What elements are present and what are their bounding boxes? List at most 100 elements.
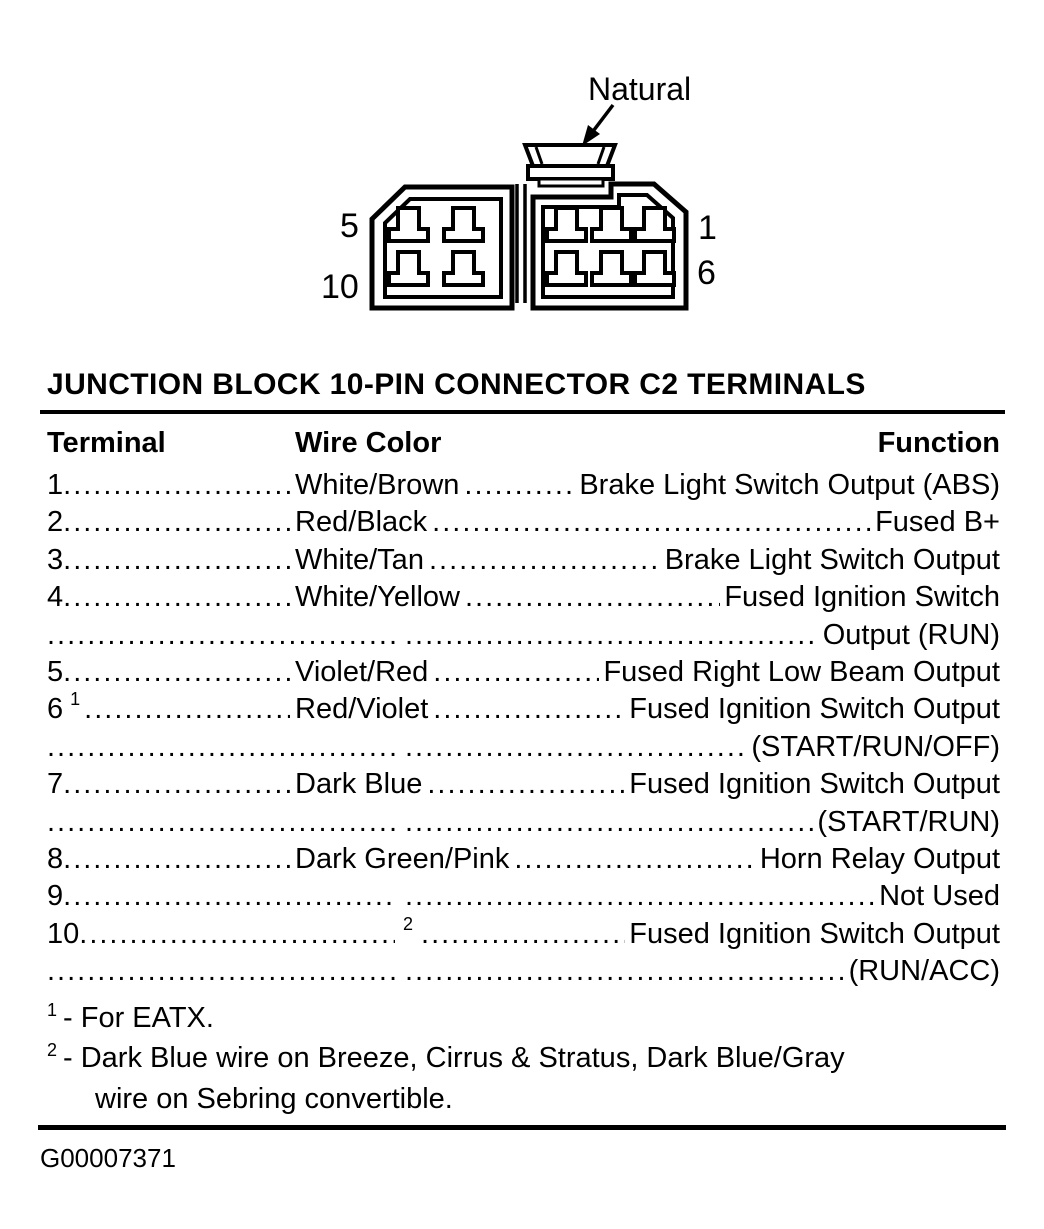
dot-leader [63,504,290,541]
table-row: 10 2 Fused Ignition Switch Output [47,914,1000,953]
terminal-number: 2 [47,506,64,539]
terminal-cell [47,953,395,990]
pin-number-6: 6 [697,254,716,292]
function-text: (START/RUN) [817,805,1000,838]
connector-latch [522,143,618,188]
terminal-cell [47,729,395,766]
function-text: Output (RUN) [822,618,1000,651]
footnote-marker: 1 [70,691,81,710]
pin-number-1: 1 [698,209,717,247]
function-text: Fused Ignition Switch Output [629,693,1000,726]
terminal-number: 8 [47,843,64,876]
dot-leader [63,542,290,579]
table-row-continuation: (RUN/ACC) [47,953,1000,990]
dot-leader [433,691,625,728]
function-text: (START/RUN/OFF) [751,730,1000,763]
table-title: JUNCTION BLOCK 10-PIN CONNECTOR C2 TERMI… [47,368,866,401]
table-row: 4 White/Yellow Fused Ignition Switch [47,579,1000,616]
dot-leader [47,617,395,654]
function-text: Fused Ignition Switch Output [629,768,1000,801]
wire-color: Dark Green/Pink [295,843,510,876]
title-rule [40,410,1005,414]
table-row: 5 Violet/Red Fused Right Low Beam Output [47,654,1000,691]
terminal-cell: 7 [47,766,290,803]
footnote-marker: 2 [47,1040,58,1061]
dot-leader [405,878,875,915]
wire-color: White/Yellow [295,581,460,614]
column-header-function: Function [877,427,1000,459]
dot-leader [405,729,747,766]
function-text: Fused Ignition Switch [724,581,1000,614]
dot-leader [433,654,599,691]
table-row-continuation: (START/RUN) [47,804,1000,841]
terminal-cell: 4 [47,579,290,616]
table-row: 61 Red/Violet Fused Ignition Switch Outp… [47,691,1000,728]
connector-latch-stem [515,184,527,303]
dot-leader [465,579,720,616]
terminal-number: 10 [47,917,80,950]
dot-leader [405,804,813,841]
table-row: 3 White/Tan Brake Light Switch Output [47,542,1000,579]
dot-leader [63,841,290,878]
terminal-number: 6 [47,693,64,726]
dot-leader [514,841,755,878]
footnote-2: 2- Dark Blue wire on Breeze, Cirrus & St… [47,1040,1000,1081]
terminal-cell: 5 [47,654,290,691]
figure-id: G00007371 [40,1143,176,1174]
dot-leader [63,467,290,504]
dot-leader [84,691,290,728]
natural-arrow [582,103,615,146]
terminal-cell: 8 [47,841,290,878]
terminal-cell [47,617,395,654]
terminal-number: 1 [47,469,64,501]
terminal-number: 5 [47,656,64,689]
wire-color: Red/Violet [295,693,429,726]
wire-color [395,729,405,766]
table-row-continuation: Output (RUN) [47,617,1000,654]
function-text: Fused B+ [875,506,1000,539]
dot-leader [47,804,395,841]
dot-leader [405,617,819,654]
bottom-rule [38,1125,1006,1131]
terminal-number: 7 [47,768,64,801]
terminal-cell: 3 [47,542,290,579]
function-text: Not Used [879,880,1000,913]
footnote-marker: 1 [47,999,58,1020]
wire-color [395,617,405,654]
table-header: Terminal Wire Color Function [47,425,1000,462]
column-header-wire-color: Wire Color [295,427,442,459]
function-text: (RUN/ACC) [848,955,1000,988]
terminal-number: 4 [47,581,64,614]
wire-color [395,804,405,841]
table-row: 2 Red/Black Fused B+ [47,504,1000,541]
dot-leader [429,542,661,579]
dot-leader [405,953,845,990]
dot-leader [464,467,575,504]
dot-leader [63,654,290,691]
table-row-continuation: (START/RUN/OFF) [47,729,1000,766]
table-body: 1 White/Brown Brake Light Switch Output … [47,467,1000,991]
function-text: Brake Light Switch Output (ABS) [579,469,1000,501]
table-row: 9 Not Used [47,878,1000,915]
dot-leader [63,878,395,915]
footnotes: 1- For EATX. 2- Dark Blue wire on Breeze… [47,1000,1000,1119]
table-row: 8 Dark Green/Pink Horn Relay Output [47,841,1000,878]
dot-leader [47,729,395,766]
footnote-text-line2: wire on Sebring convertible. [95,1082,453,1115]
dot-leader [432,504,871,541]
dot-leader [421,916,625,953]
terminal-number: 9 [47,880,64,913]
function-text: Fused Right Low Beam Output [603,656,1000,689]
column-header-terminal: Terminal [47,427,166,459]
terminal-cell: 10 [47,916,395,953]
table-row: 7 Dark Blue Fused Ignition Switch Output [47,766,1000,803]
wire-color: Red/Black [295,506,428,539]
wire-color: Violet/Red [295,656,429,689]
terminal-number: 3 [47,543,64,576]
connector-pins [387,206,676,287]
dot-leader [63,579,290,616]
function-text: Brake Light Switch Output [664,543,1000,576]
terminal-cell [47,804,395,841]
footnote-marker: 2 [403,913,414,934]
